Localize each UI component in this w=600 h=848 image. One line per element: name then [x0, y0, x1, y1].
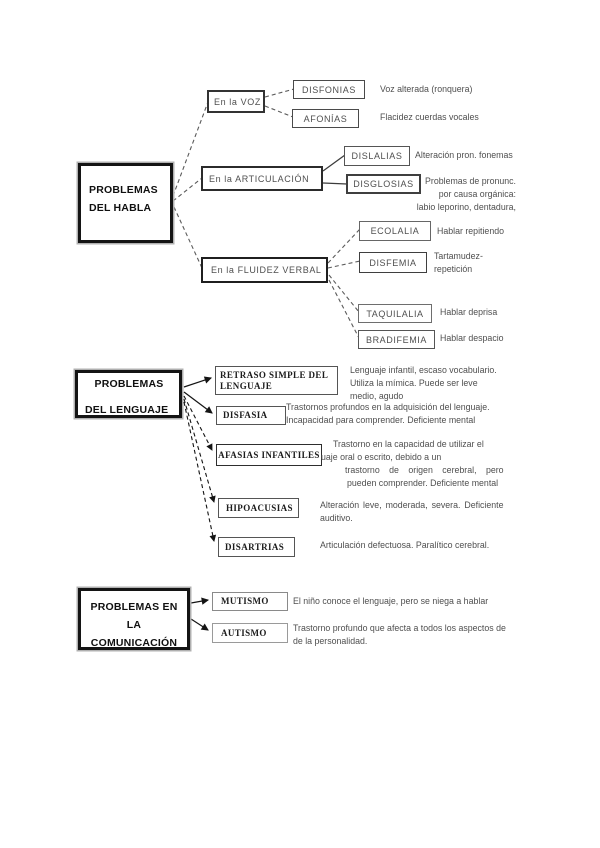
- disartrias-label: DISARTRIAS: [225, 541, 285, 552]
- afonias-label: AFONÍAS: [303, 113, 348, 124]
- retraso-simple-description: Lenguaje infantil, escaso vocabulario. U…: [350, 365, 497, 401]
- disartrias-description: Articulación defectuosa. Paralítico cere…: [320, 540, 490, 550]
- node-bradifemia: BRADIFEMIA: [358, 330, 435, 349]
- dislalias-label: DISLALIAS: [351, 151, 403, 161]
- problemas-del-lenguaje-title-line2: DEL LENGUAJE: [85, 404, 169, 416]
- node-afasias-infantiles: AFASIAS INFANTILES: [216, 444, 322, 466]
- disfemia-description: Tartamudez- repetición: [434, 251, 483, 274]
- mutismo-description: El niño conoce el lenguaje, pero se nieg…: [293, 596, 489, 606]
- disfonias-description: Voz alterada (ronquera): [380, 84, 473, 94]
- disglosias-label: DISGLOSIAS: [353, 179, 414, 189]
- en-la-articulacion-label: En la ARTICULACIÓN: [209, 173, 310, 184]
- en-la-voz-label: En la VOZ: [214, 96, 261, 107]
- node-ecolalia: ECOLALIA: [359, 221, 431, 241]
- disglosias-description: Problemas de pronunc. por causa orgánica…: [416, 176, 516, 212]
- disfonias-label: DISFONIAS: [302, 84, 356, 95]
- disfemia-label: DISFEMIA: [369, 257, 417, 268]
- node-en-la-fluidez-verbal: En la FLUIDEZ VERBAL: [201, 257, 328, 283]
- node-afonias: AFONÍAS: [292, 109, 359, 128]
- afasias-description-line4: pueden comprender. Deficiente mental: [347, 478, 499, 488]
- problemas-del-lenguaje-title-line1: PROBLEMAS: [94, 378, 164, 390]
- disfasia-label: DISFASIA: [223, 410, 268, 420]
- ecolalia-label: ECOLALIA: [370, 226, 420, 236]
- node-retraso-simple-del-lenguaje: RETRASO SIMPLE DEL LENGUAJE: [215, 366, 338, 395]
- node-problemas-en-la-comunicacion: PROBLEMAS EN LA COMUNICACIÓN: [78, 588, 190, 650]
- mutismo-label: MUTISMO: [221, 596, 269, 606]
- node-disartrias: DISARTRIAS: [218, 537, 295, 557]
- en-la-fluidez-verbal-label: En la FLUIDEZ VERBAL: [211, 265, 322, 275]
- node-en-la-voz: En la VOZ: [207, 90, 265, 113]
- node-hipoacusias: HIPOACUSIAS: [218, 498, 299, 518]
- node-problemas-del-lenguaje: PROBLEMAS DEL LENGUAJE: [75, 370, 182, 418]
- node-disglosias: DISGLOSIAS: [346, 174, 421, 194]
- node-autismo: AUTISMO: [212, 623, 288, 643]
- problemas-comunicacion-title: PROBLEMAS EN LA COMUNICACIÓN: [90, 601, 178, 649]
- bradifemia-label: BRADIFEMIA: [365, 334, 427, 345]
- hipoacusias-label: HIPOACUSIAS: [226, 502, 293, 513]
- node-dislalias: DISLALIAS: [344, 146, 410, 166]
- autismo-description: Trastorno profundo que afecta a todos lo…: [293, 623, 506, 646]
- node-disfemia: DISFEMIA: [359, 252, 427, 273]
- afasias-description-line3: trastorno de origen cerebral, pero: [345, 465, 504, 475]
- afasias-description-line2: uaje oral o escrito, debido a un: [321, 452, 442, 462]
- node-mutismo: MUTISMO: [212, 592, 288, 611]
- afonias-description: Flacidez cuerdas vocales: [380, 112, 479, 122]
- node-disfasia: DISFASIA: [216, 406, 286, 425]
- taquilalia-description: Hablar deprisa: [440, 307, 498, 317]
- dislalias-description: Alteración pron. fonemas: [415, 150, 513, 160]
- disfasia-description: Trastornos profundos en la adquisición d…: [286, 402, 490, 425]
- retraso-simple-label: RETRASO SIMPLE DEL LENGUAJE: [220, 369, 329, 391]
- node-taquilalia: TAQUILALIA: [358, 304, 432, 323]
- taquilalia-label: TAQUILALIA: [366, 308, 424, 319]
- node-en-la-articulacion: En la ARTICULACIÓN: [201, 166, 323, 191]
- ecolalia-description: Hablar repitiendo: [437, 226, 504, 236]
- bradifemia-description: Hablar despacio: [440, 333, 504, 343]
- problemas-del-habla-title: PROBLEMAS DEL HABLA: [89, 184, 158, 214]
- autismo-label: AUTISMO: [221, 627, 267, 638]
- hipoacusias-description: Alteración leve, moderada, severa. Defic…: [320, 500, 504, 523]
- afasias-infantiles-label: AFASIAS INFANTILES: [218, 449, 320, 460]
- node-problemas-del-habla: PROBLEMAS DEL HABLA: [78, 163, 173, 243]
- node-disfonias: DISFONIAS: [293, 80, 365, 99]
- afasias-description-line1: Trastorno en la capacidad de utilizar el: [333, 439, 484, 449]
